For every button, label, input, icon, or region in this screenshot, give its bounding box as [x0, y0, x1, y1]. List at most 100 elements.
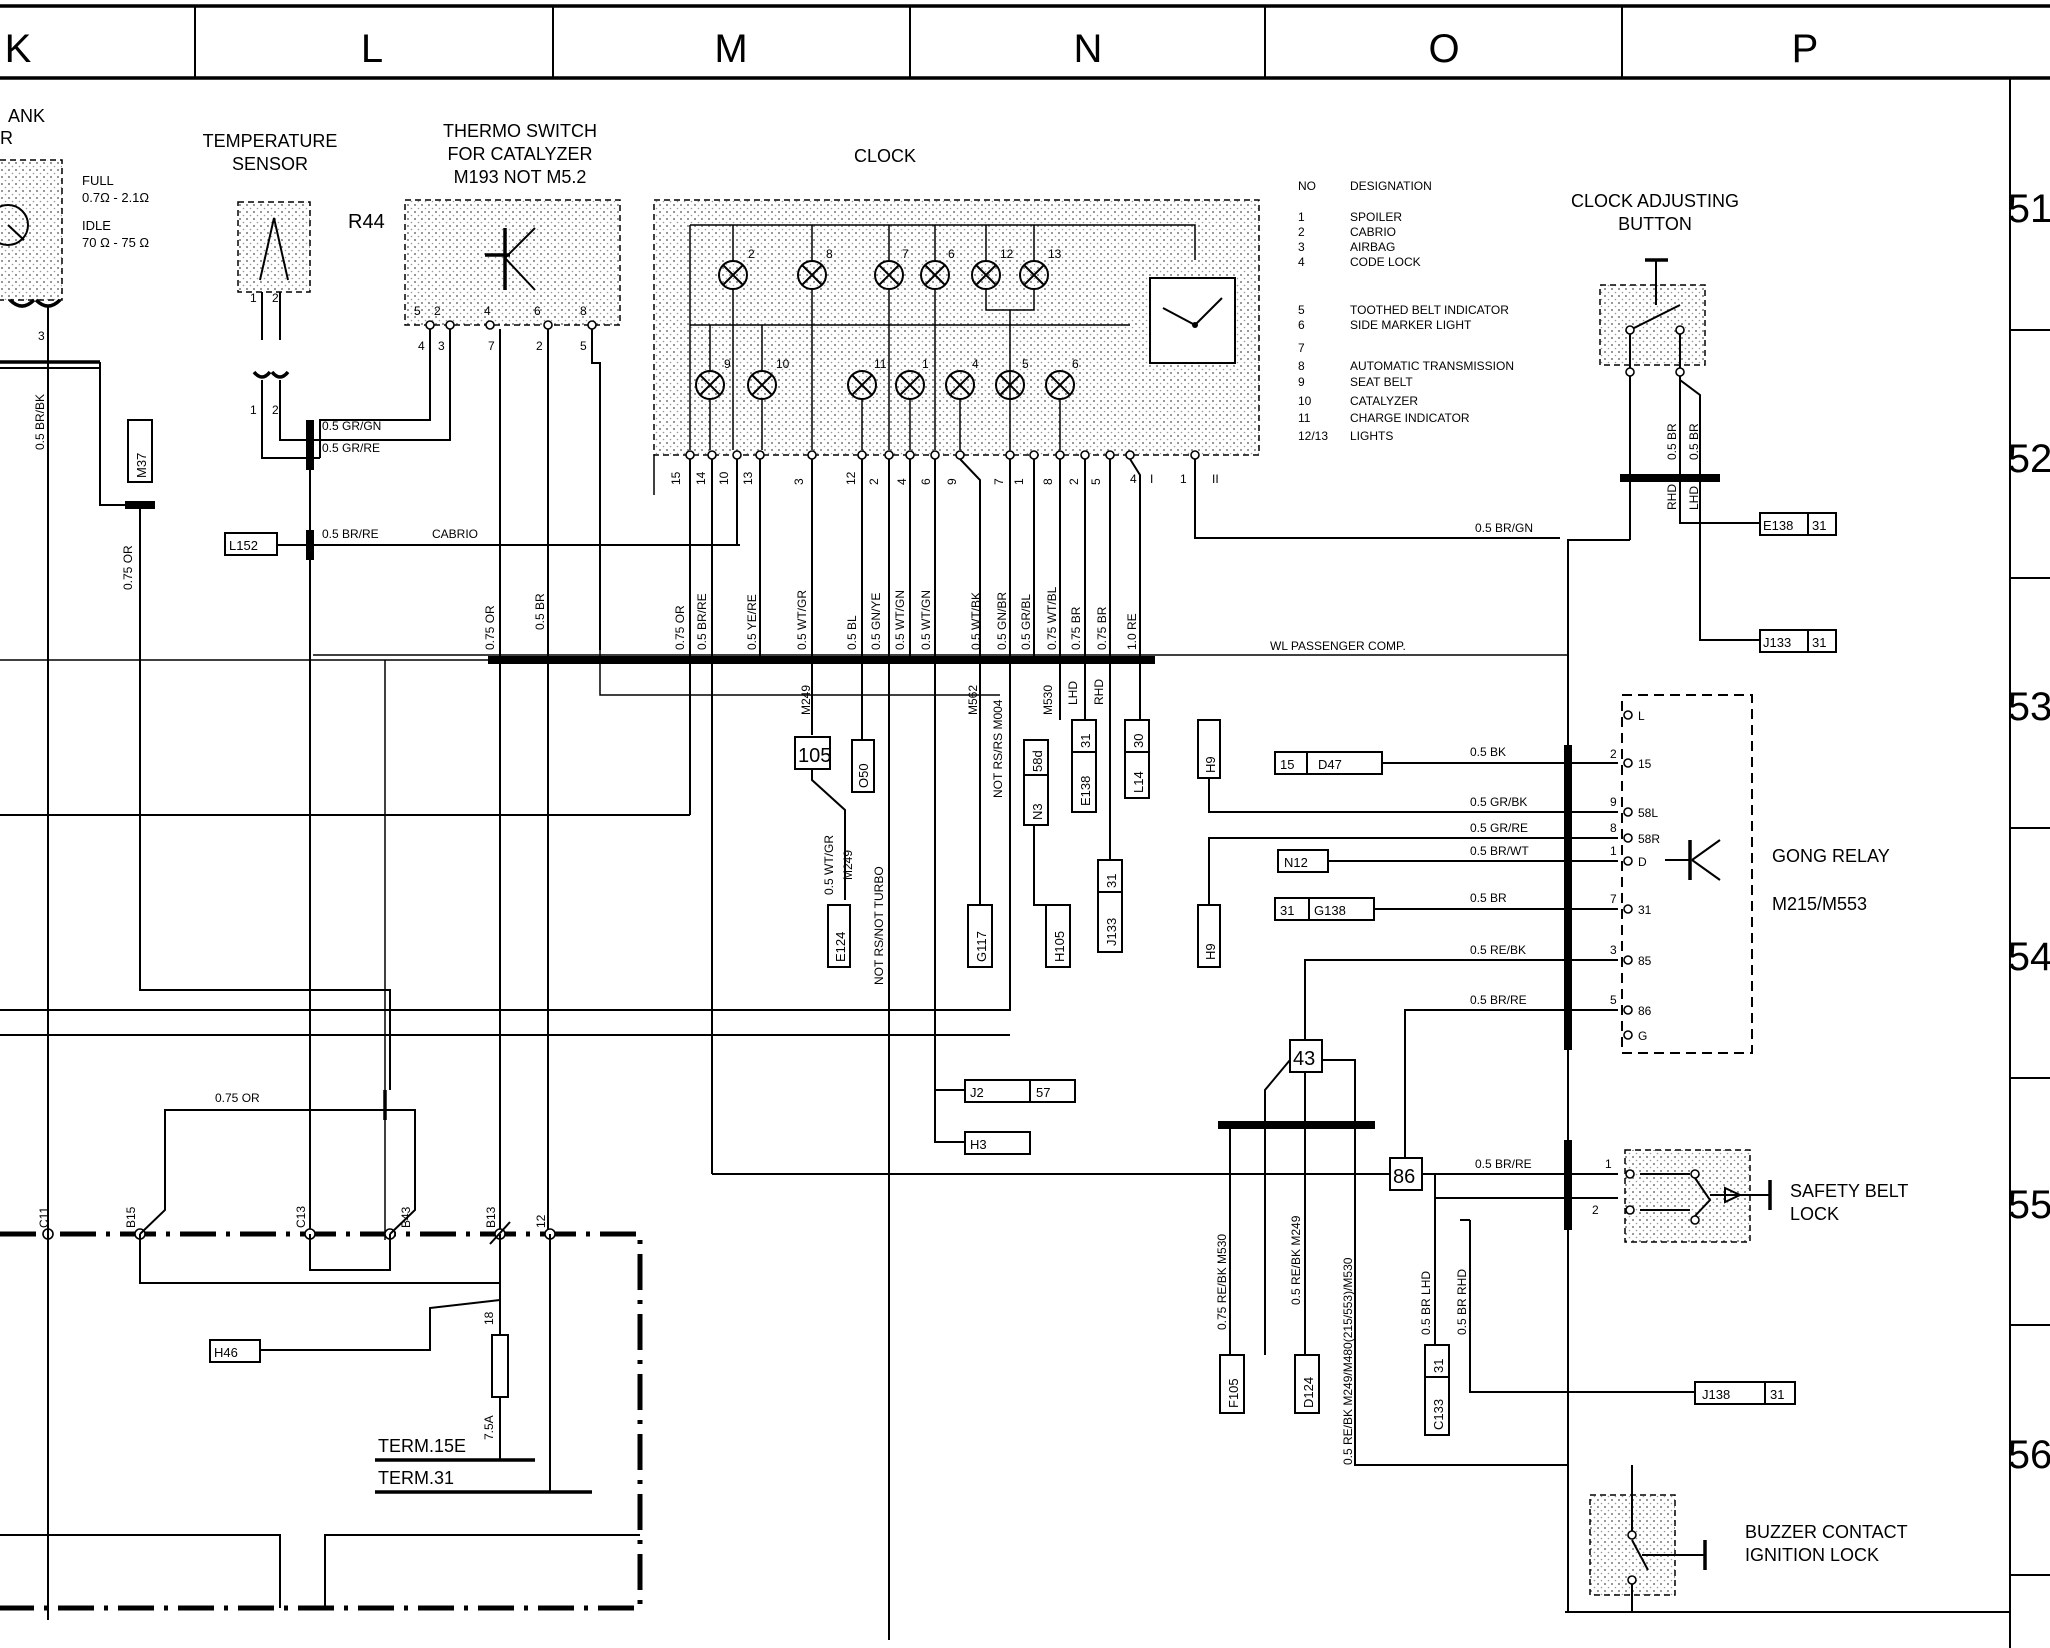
svg-text:CABRIO: CABRIO [1350, 225, 1396, 239]
svg-text:1: 1 [1180, 472, 1187, 486]
svg-text:G117: G117 [974, 931, 989, 962]
svg-text:0.5 BR: 0.5 BR [1687, 423, 1701, 460]
svg-text:M37: M37 [134, 453, 149, 478]
svg-text:11: 11 [1298, 411, 1311, 425]
svg-text:J133: J133 [1104, 918, 1119, 946]
svg-text:18: 18 [482, 1311, 496, 1325]
svg-text:6: 6 [1072, 357, 1079, 371]
svg-text:1: 1 [1605, 1157, 1612, 1171]
svg-text:1: 1 [1298, 210, 1305, 224]
svg-text:H9: H9 [1203, 943, 1218, 960]
svg-text:10: 10 [776, 357, 790, 371]
svg-text:ANK: ANK [8, 106, 45, 126]
svg-text:LHD: LHD [1066, 681, 1080, 705]
svg-text:M193 NOT M5.2: M193 NOT M5.2 [454, 167, 587, 187]
svg-text:31: 31 [1078, 734, 1093, 748]
gong-relay-area: H9 H9 15 D47 0.5 BK 0.5 GR/BK 0.5 GR/RE … [1197, 694, 1890, 1158]
row-number: 53 [2008, 685, 2050, 729]
svg-text:NOT RS/RS M004: NOT RS/RS M004 [991, 699, 1005, 798]
svg-text:15: 15 [1280, 757, 1294, 772]
wl-passenger-bus: WL PASSENGER COMP. 0.75 OR 0.5 BR 0.75 O… [0, 586, 1568, 1240]
svg-text:9: 9 [1298, 375, 1305, 389]
svg-text:15: 15 [1638, 757, 1652, 771]
svg-text:SIDE MARKER LIGHT: SIDE MARKER LIGHT [1350, 318, 1472, 332]
svg-text:M530: M530 [1041, 685, 1055, 715]
svg-text:R44: R44 [348, 211, 385, 233]
row-number: 56 [2008, 1433, 2050, 1477]
svg-text:I: I [1150, 472, 1153, 486]
svg-text:5: 5 [1089, 478, 1103, 485]
svg-text:CLOCK ADJUSTING: CLOCK ADJUSTING [1571, 191, 1739, 211]
bus-drop-refs: M249 105 0.5 WT/GR M249 E124 O50 NOT RS/… [794, 660, 1150, 1155]
svg-text:85: 85 [1638, 954, 1652, 968]
svg-text:II: II [1212, 472, 1219, 486]
svg-text:12: 12 [844, 471, 858, 485]
svg-text:0.5 BR RHD: 0.5 BR RHD [1455, 1269, 1469, 1335]
column-header: M [714, 27, 747, 71]
svg-text:B15: B15 [124, 1206, 138, 1228]
svg-text:0.5 GR/RE: 0.5 GR/RE [322, 441, 380, 455]
svg-text:0.5 BR LHD: 0.5 BR LHD [1419, 1271, 1433, 1335]
svg-text:86: 86 [1638, 1004, 1652, 1018]
svg-text:C133: C133 [1431, 1399, 1446, 1430]
column-headers: K L M N O P [5, 27, 1819, 71]
svg-text:0.75 OR: 0.75 OR [673, 605, 687, 650]
svg-text:6: 6 [1298, 318, 1305, 332]
svg-text:6: 6 [948, 247, 955, 261]
lower-control-unit: C11 B15 C13 B43 B13 12 0.75 OR H46 18 7.… [0, 305, 1010, 1620]
svg-text:CATALYZER: CATALYZER [1350, 394, 1418, 408]
svg-text:5: 5 [1022, 357, 1029, 371]
svg-text:IDLE: IDLE [82, 218, 111, 233]
svg-text:CHARGE INDICATOR: CHARGE INDICATOR [1350, 411, 1470, 425]
svg-text:0.5 GN/YE: 0.5 GN/YE [869, 593, 883, 650]
svg-text:0.75 RE/BK M530: 0.75 RE/BK M530 [1215, 1234, 1229, 1330]
svg-text:H9: H9 [1203, 756, 1218, 773]
svg-text:IGNITION LOCK: IGNITION LOCK [1745, 1545, 1879, 1565]
svg-text:THERMO SWITCH: THERMO SWITCH [443, 121, 597, 141]
clock-lamps-upper [718, 260, 1049, 290]
svg-text:31: 31 [1638, 903, 1652, 917]
svg-text:4: 4 [418, 339, 425, 353]
svg-text:TEMPERATURE: TEMPERATURE [203, 131, 338, 151]
buzzer-contact-ignition: BUZZER CONTACT IGNITION LOCK [1589, 1465, 1908, 1612]
svg-text:RHD: RHD [1665, 484, 1679, 510]
row-number: 52 [2008, 437, 2050, 481]
svg-text:0.5 BR/GN: 0.5 BR/GN [1475, 521, 1533, 535]
left-refs: M37 0.75 OR L152 0.5 BR/RE CABRIO [121, 419, 740, 1232]
svg-text:1: 1 [1610, 844, 1617, 858]
svg-text:R: R [0, 128, 13, 148]
row-numbers: 51 52 53 54 55 56 [2008, 187, 2050, 1477]
svg-text:0.5 WT/GN: 0.5 WT/GN [893, 590, 907, 650]
svg-text:AUTOMATIC TRANSMISSION: AUTOMATIC TRANSMISSION [1350, 359, 1514, 373]
svg-text:E138: E138 [1763, 518, 1793, 533]
svg-text:10: 10 [1298, 394, 1312, 408]
connector-43-86: 43 0.75 RE/BK M530 0.5 RE/BK M249 0.5 RE… [711, 660, 1796, 1466]
svg-text:0.5 GR/BL: 0.5 GR/BL [1019, 594, 1033, 650]
svg-text:TERM.15E: TERM.15E [378, 1436, 466, 1456]
svg-text:TERM.31: TERM.31 [378, 1468, 454, 1488]
column-header: O [1428, 27, 1459, 71]
svg-text:3: 3 [1298, 240, 1305, 254]
svg-text:2: 2 [867, 478, 881, 485]
bus-wire-labels: 0.75 OR 0.5 BR 0.75 OR 0.5 BR/RE 0.5 YE/… [483, 586, 1139, 650]
svg-text:0.5 BR: 0.5 BR [1665, 423, 1679, 460]
svg-text:SAFETY BELT: SAFETY BELT [1790, 1181, 1908, 1201]
svg-text:5: 5 [414, 304, 421, 318]
svg-text:0.5 BK: 0.5 BK [1470, 745, 1506, 759]
svg-text:3: 3 [38, 329, 45, 343]
svg-text:9: 9 [724, 357, 731, 371]
svg-text:H105: H105 [1052, 931, 1067, 962]
svg-text:58R: 58R [1638, 832, 1660, 846]
svg-text:0.5 GR/BK: 0.5 GR/BK [1470, 795, 1527, 809]
svg-text:1: 1 [250, 403, 257, 417]
svg-text:M249: M249 [841, 850, 855, 880]
svg-text:CABRIO: CABRIO [432, 527, 478, 541]
svg-text:DESIGNATION: DESIGNATION [1350, 179, 1432, 193]
svg-text:1: 1 [922, 357, 929, 371]
svg-text:B13: B13 [484, 1206, 498, 1228]
svg-text:0.5 WT/GN: 0.5 WT/GN [919, 590, 933, 650]
svg-text:D47: D47 [1318, 757, 1342, 772]
svg-text:FOR CATALYZER: FOR CATALYZER [447, 144, 592, 164]
svg-text:7.5A: 7.5A [482, 1415, 496, 1440]
